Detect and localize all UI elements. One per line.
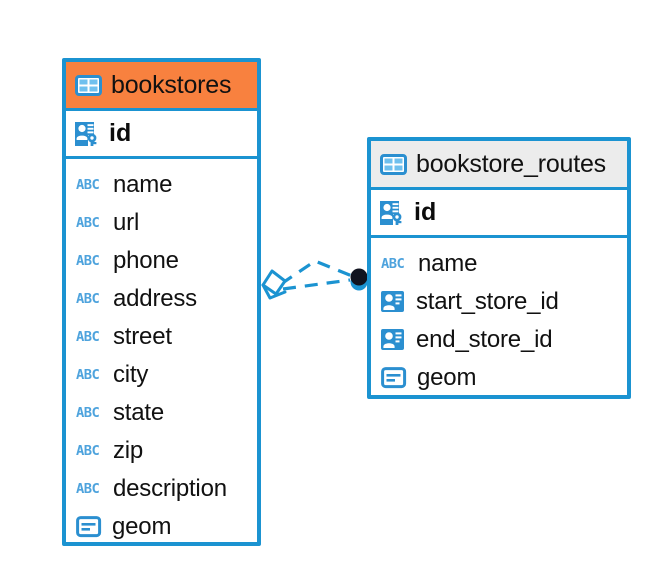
abc-text-icon: ABC (76, 405, 100, 421)
column-label: end_store_id (416, 326, 553, 353)
primary-key-icon (380, 200, 406, 225)
entity-table-bookstore-routes[interactable]: bookstore_routes (367, 137, 631, 399)
foreign-key-icon (381, 329, 407, 351)
entity-title: bookstore_routes (416, 149, 606, 178)
column-row[interactable]: ABC address (66, 280, 257, 318)
column-row[interactable]: ABC url (66, 204, 257, 242)
column-row[interactable]: ABC city (66, 356, 257, 394)
column-label: start_store_id (416, 288, 559, 315)
primary-key-label: id (414, 198, 437, 226)
column-row[interactable]: ABC phone (66, 242, 257, 280)
geometry-icon (76, 516, 103, 538)
primary-key-label: id (109, 119, 132, 147)
column-row[interactable]: ABC state (66, 394, 257, 432)
primary-key-row-bookstore-routes[interactable]: id (371, 190, 627, 238)
abc-text-icon: ABC (76, 367, 100, 383)
column-label: phone (113, 247, 179, 274)
table-icon (380, 153, 407, 175)
column-row[interactable]: geom (371, 359, 627, 397)
column-row[interactable]: ABC description (66, 470, 257, 508)
column-row[interactable]: ABC street (66, 318, 257, 356)
abc-text-icon: ABC (76, 215, 100, 231)
column-row[interactable]: ABC name (371, 245, 627, 283)
column-label: street (113, 323, 172, 350)
abc-text-icon: ABC (76, 329, 100, 345)
abc-text-icon: ABC (76, 253, 100, 269)
entity-title: bookstores (111, 70, 232, 99)
column-label: name (418, 250, 478, 277)
column-label: geom (112, 513, 172, 540)
entity-table-bookstores[interactable]: bookstores id (62, 58, 261, 546)
relationship-line-upper (280, 259, 353, 286)
column-list-bookstore-routes: ABC name start_store_id (371, 238, 627, 403)
entity-header-bookstore-routes[interactable]: bookstore_routes (371, 141, 627, 190)
column-row[interactable]: ABC zip (66, 432, 257, 470)
column-label: city (113, 361, 149, 388)
column-label: geom (417, 364, 477, 391)
column-label: name (113, 171, 173, 198)
geometry-icon (381, 367, 408, 389)
column-label: state (113, 399, 165, 426)
primary-key-row-bookstores[interactable]: id (66, 111, 257, 159)
table-icon (75, 74, 102, 96)
column-label: zip (113, 437, 144, 464)
column-label: url (113, 209, 140, 236)
entity-header-bookstores[interactable]: bookstores (66, 62, 257, 111)
abc-text-icon: ABC (76, 177, 100, 193)
relationship-line-lower (282, 278, 351, 291)
abc-text-icon: ABC (76, 291, 100, 307)
column-label: description (113, 475, 227, 502)
abc-text-icon: ABC (76, 481, 100, 497)
column-label: address (113, 285, 197, 312)
abc-text-icon: ABC (381, 256, 405, 272)
column-row[interactable]: end_store_id (371, 321, 627, 359)
column-list-bookstores: ABC name ABC url ABC phone ABC address A… (66, 159, 257, 552)
primary-key-icon (75, 121, 101, 146)
foreign-key-icon (381, 291, 407, 313)
abc-text-icon: ABC (76, 443, 100, 459)
filled-circle-marker (350, 268, 368, 291)
column-row[interactable]: start_store_id (371, 283, 627, 321)
column-row[interactable]: ABC name (66, 166, 257, 204)
column-row[interactable]: geom (66, 508, 257, 546)
diamond-marker (261, 269, 287, 300)
